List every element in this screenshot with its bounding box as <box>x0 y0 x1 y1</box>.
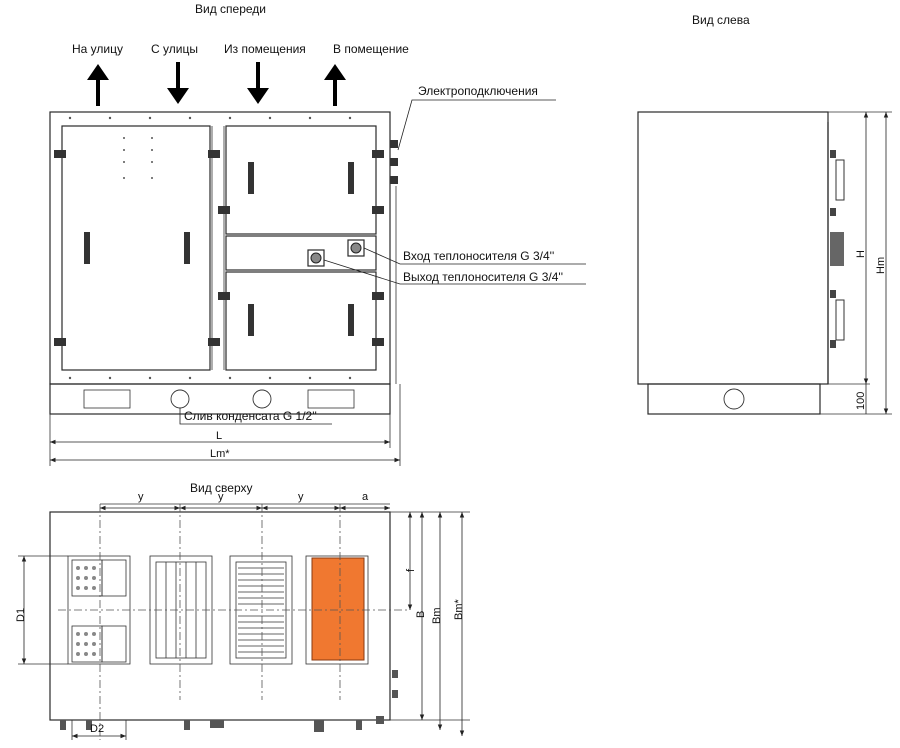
left-base-frame <box>647 383 821 415</box>
arrow-down-icon <box>247 62 269 104</box>
pipe-fitting-icon <box>310 252 322 264</box>
electrical-connectors <box>390 140 398 184</box>
dim-Bm-star: Bm* <box>453 599 465 621</box>
pipe-fitting-icon <box>350 242 362 254</box>
dim-D1: D1 <box>15 608 27 622</box>
dim-Bm: Bm <box>431 608 443 625</box>
airflow-label-from-street: С улицы <box>151 42 198 56</box>
dim-L: L <box>216 430 222 442</box>
airflow-arrows: На улицу С улицы Из помещения В помещени… <box>72 42 409 106</box>
front-door-top-right <box>225 125 377 235</box>
drain-outlet-icon <box>723 388 745 410</box>
door-handle-icon <box>348 304 354 336</box>
dim-a: a <box>362 491 369 503</box>
heater-coil-icon <box>311 557 365 661</box>
callout-condensate: Слив конденсата G 1/2'' <box>184 409 317 423</box>
callout-coolant-out: Выход теплоносителя G 3/4'' <box>403 270 563 284</box>
left-view: Вид слева H Hm 100 <box>637 13 892 415</box>
drain-outlet-icon <box>170 389 190 409</box>
coil-panel <box>225 235 377 271</box>
dim-y-3: y <box>298 491 304 503</box>
front-view-title: Вид спереди <box>195 2 266 16</box>
top-view-title: Вид сверху <box>190 481 253 495</box>
callout-coolant-in: Вход теплоносителя G 3/4'' <box>403 249 554 263</box>
airflow-label-to-room: В помещение <box>333 42 409 56</box>
front-view: Вид спереди На улицу С улицы Из помещени… <box>49 2 586 466</box>
front-door-left <box>61 125 211 371</box>
dim-f: f <box>405 568 417 572</box>
heater-section <box>305 555 369 665</box>
fan-icon <box>101 559 127 597</box>
front-callouts: Электроподключения Вход теплоносителя G … <box>179 84 586 425</box>
dim-D2: D2 <box>90 723 104 735</box>
arrow-up-icon <box>324 64 346 106</box>
door-handle-icon <box>348 162 354 194</box>
dim-H: H <box>855 250 867 258</box>
left-side-fittings <box>830 150 845 348</box>
dim-Hm: Hm <box>875 257 887 274</box>
fastener-dots <box>68 116 352 380</box>
door-hinges <box>54 150 384 346</box>
dim-y-1: y <box>138 491 144 503</box>
arrow-up-icon <box>87 64 109 106</box>
arrow-down-icon <box>167 62 189 104</box>
coolant-fittings <box>307 239 365 267</box>
drain-outlet-icon <box>252 389 272 409</box>
left-view-title: Вид слева <box>692 13 750 27</box>
dim-base-height: 100 <box>855 392 867 410</box>
dim-y-2: y <box>218 491 224 503</box>
dim-B: B <box>415 611 427 618</box>
airflow-label-from-room: Из помещения <box>224 42 306 56</box>
callout-electrical: Электроподключения <box>418 84 538 98</box>
door-handle-icon <box>184 232 190 264</box>
door-handle-icon <box>248 304 254 336</box>
base-frame <box>49 383 391 415</box>
top-view: Вид сверху <box>15 481 470 740</box>
bottom-connectors <box>60 670 398 732</box>
left-casing <box>637 111 829 385</box>
fan-icon <box>101 625 127 663</box>
fan-section <box>67 555 131 665</box>
airflow-label-to-street: На улицу <box>72 42 123 56</box>
front-door-bottom-right <box>225 271 377 371</box>
door-handles <box>84 162 354 336</box>
door-handle-icon <box>248 162 254 194</box>
door-handle-icon <box>84 232 90 264</box>
dim-Lm: Lm* <box>210 448 230 460</box>
